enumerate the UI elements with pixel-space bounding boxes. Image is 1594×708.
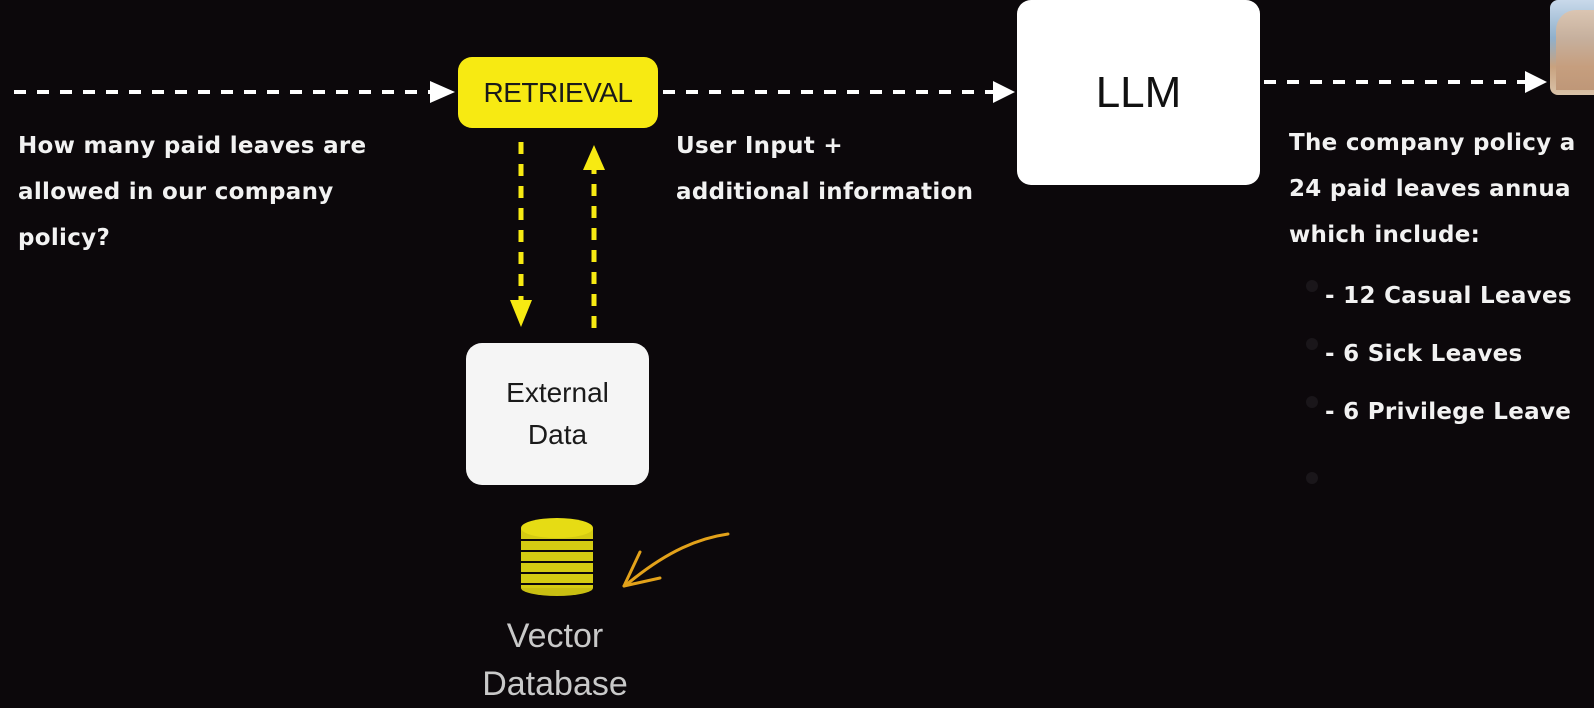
user-question: How many paid leaves are allowed in our … <box>18 123 438 261</box>
external-data-box: External Data <box>466 343 649 485</box>
answer-list-item: - 6 Privilege Leave <box>1325 399 1572 425</box>
database-icon <box>521 518 593 596</box>
question-line: policy? <box>18 225 111 251</box>
llm-output-arrow <box>1264 71 1547 93</box>
answer-line: which include: <box>1289 222 1481 248</box>
augmented-input-line: User Input + <box>676 133 843 159</box>
query-down-arrow <box>510 142 532 327</box>
vector-database-label: Vector Database <box>460 612 650 708</box>
annotation-arrow-icon <box>622 532 730 588</box>
presenter-thumbnail <box>1550 0 1594 95</box>
faded-bullet <box>1306 338 1318 350</box>
question-line: allowed in our company <box>18 179 334 205</box>
faded-bullet <box>1306 280 1318 292</box>
external-data-label-line1: External <box>506 377 609 408</box>
llm-answer: The company policy a 24 paid leaves annu… <box>1289 120 1594 258</box>
answer-list-item: - 6 Sick Leaves <box>1325 341 1523 367</box>
answer-list: - 12 Casual Leaves - 6 Sick Leaves - 6 P… <box>1325 267 1594 441</box>
faded-bullet <box>1306 396 1318 408</box>
augmented-input-text: User Input + additional information <box>676 123 1016 215</box>
llm-label: LLM <box>1095 67 1182 117</box>
question-line: How many paid leaves are <box>18 133 367 159</box>
faded-bullet <box>1306 472 1318 484</box>
retrieval-label: RETRIEVAL <box>483 76 633 108</box>
augmented-input-line: additional information <box>676 179 974 205</box>
llm-box: LLM <box>1017 0 1260 185</box>
input-arrow <box>14 81 455 103</box>
context-up-arrow <box>583 145 605 328</box>
vector-database-line2: Database <box>482 665 628 703</box>
retrieval-box: RETRIEVAL <box>458 57 658 128</box>
answer-line: 24 paid leaves annua <box>1289 176 1571 202</box>
external-data-label-line2: Data <box>527 419 588 450</box>
answer-list-item: - 12 Casual Leaves <box>1325 283 1572 309</box>
retrieval-to-llm-arrow <box>663 81 1015 103</box>
answer-line: The company policy a <box>1289 130 1576 156</box>
vector-database-line1: Vector <box>506 617 604 655</box>
